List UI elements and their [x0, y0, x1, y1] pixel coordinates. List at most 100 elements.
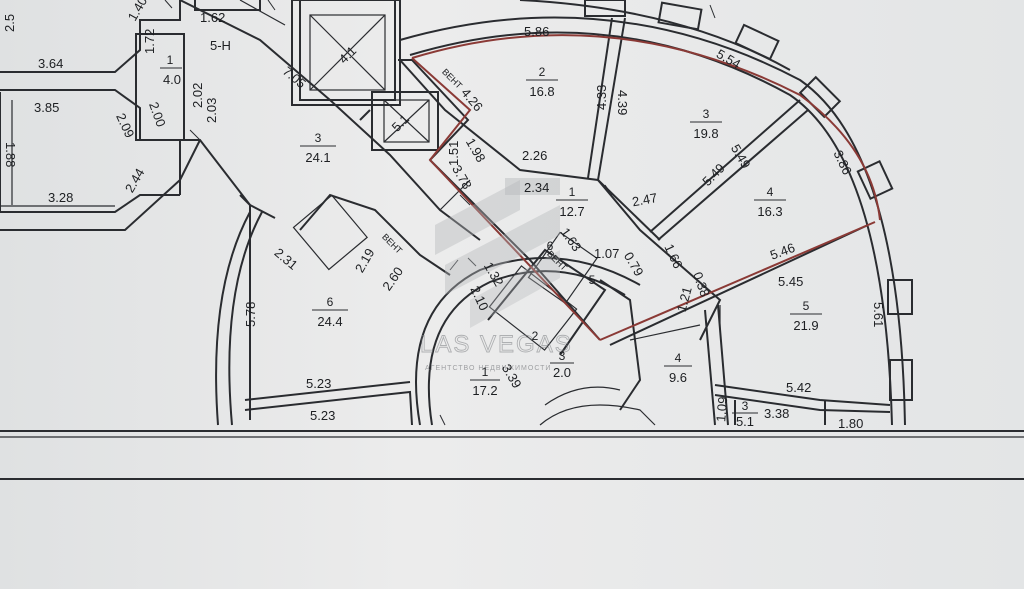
dim-label: 1.07 [594, 246, 619, 261]
corridor-walls [179, 0, 661, 341]
dim-label: 2.5 [2, 14, 17, 32]
dim-label: 1.21 [674, 285, 695, 313]
dim-label: 5.23 [306, 376, 331, 391]
svg-text:5: 5 [803, 299, 810, 313]
dim-label: 7.05 [280, 63, 309, 91]
elevator-shafts [291, 0, 439, 151]
svg-text:21.9: 21.9 [793, 318, 818, 333]
room-label: 6 24.4 [312, 295, 348, 329]
lower-details [629, 305, 721, 341]
svg-text:24.1: 24.1 [305, 150, 330, 165]
svg-text:3: 3 [315, 131, 322, 145]
room-label: 4 16.3 [754, 185, 786, 219]
dim-label: 5.45 [778, 274, 803, 289]
outer-arc-wall [399, 0, 913, 426]
dim-label: 4.39 [615, 90, 630, 115]
lift-label-2: 5.1 [389, 111, 412, 134]
svg-text:9.6: 9.6 [669, 370, 687, 385]
svg-text:1: 1 [482, 365, 489, 379]
svg-text:4: 4 [675, 351, 682, 365]
room-label: 3 5.1 [732, 399, 758, 429]
svg-text:3: 3 [559, 349, 566, 363]
dim-label: 5.42 [786, 380, 811, 395]
svg-text:2.0: 2.0 [553, 365, 571, 380]
svg-text:3: 3 [742, 399, 749, 413]
room-label: 6 [547, 239, 554, 253]
svg-text:16.3: 16.3 [757, 204, 782, 219]
dim-label: 2.00 [146, 100, 169, 129]
svg-text:24.4: 24.4 [317, 314, 342, 329]
dimension-labels: 1.40 1.62 2.5 3.64 1.72 3.85 2.09 2.00 2… [2, 0, 886, 431]
room-label: 1 17.2 [470, 365, 500, 398]
dim-label: 1.80 [838, 416, 863, 431]
svg-text:12.7: 12.7 [559, 204, 584, 219]
room-label: 4 9.6 [664, 351, 692, 385]
dim-label: 5.23 [310, 408, 335, 423]
svg-text:19.8: 19.8 [693, 126, 718, 141]
dim-label: 2.60 [379, 264, 406, 293]
svg-text:17.2: 17.2 [472, 383, 497, 398]
svg-text:1: 1 [569, 185, 576, 199]
left-apartment-walls [0, 0, 286, 420]
svg-text:1: 1 [167, 53, 174, 67]
room-label: 5 [589, 273, 596, 287]
dim-label: 1.88 [3, 142, 18, 167]
dim-label: 0.79 [621, 249, 647, 278]
dim-label: 3.64 [38, 56, 63, 71]
dim-label: 1.63 [558, 225, 585, 254]
dim-label: 3.78 [449, 162, 475, 191]
dim-label: 2.03 [204, 98, 219, 123]
watermark-brand: LAS VEGAS [420, 331, 573, 358]
room-label: 2 16.8 [526, 65, 558, 99]
apartment-boundary [411, 34, 881, 341]
svg-text:2: 2 [532, 329, 539, 343]
room-label: 3 19.8 [690, 107, 722, 141]
lift-label-1: 4.1 [336, 43, 359, 66]
svg-text:6: 6 [327, 295, 334, 309]
dim-label: 1.62 [200, 10, 225, 25]
dimension-ticks [164, 0, 716, 426]
room-label: 2 [532, 329, 539, 343]
svg-text:3: 3 [703, 107, 710, 121]
dim-label: 3.85 [34, 100, 59, 115]
room-label: 3 24.1 [300, 131, 336, 165]
svg-text:4: 4 [767, 185, 774, 199]
dim-label: 2.31 [272, 245, 301, 273]
section-label: 5-H [210, 38, 231, 53]
dim-label: 3.86 [831, 148, 855, 177]
dim-label: 0.38 [690, 270, 713, 299]
dim-label: 5.86 [524, 24, 549, 39]
dim-label: 2.26 [522, 148, 547, 163]
dim-label: 1.09 [713, 396, 730, 423]
room-label: 5 21.9 [790, 299, 822, 333]
dim-label: 2.47 [631, 190, 659, 209]
room-label: 3 2.0 [550, 349, 574, 380]
dim-label: 2.02 [190, 83, 205, 108]
svg-text:5.1: 5.1 [736, 414, 754, 429]
dim-label: 5.61 [871, 302, 886, 327]
dim-label: 5.49 [728, 142, 754, 171]
dim-label: 3.28 [48, 190, 73, 205]
room-label: 1 4.0 [160, 53, 182, 87]
svg-text:2: 2 [539, 65, 546, 79]
dim-label: 3.38 [764, 406, 789, 421]
dim-label: 4.33 [594, 85, 609, 110]
watermark-logo [435, 178, 560, 328]
dim-label: 1.51 [446, 141, 461, 166]
svg-text:6: 6 [547, 239, 554, 253]
room-label: 1 12.7 [556, 185, 588, 219]
apartment-radial-walls [587, 17, 891, 426]
dim-label: 5.78 [243, 302, 258, 327]
svg-text:5: 5 [589, 273, 596, 287]
dim-label: 4.26 [458, 85, 486, 114]
dim-label: 2.44 [122, 166, 148, 195]
dim-label: 1.72 [142, 29, 157, 54]
dim-label: 2.09 [113, 111, 137, 140]
room-labels: 1 4.0 3 24.1 6 24.4 1 17.2 2 3 2.0 5 [160, 53, 822, 429]
dim-label: 1.98 [463, 135, 489, 164]
dim-label: 2.19 [352, 246, 378, 275]
room-6-walls [215, 193, 451, 426]
svg-text:4.0: 4.0 [163, 72, 181, 87]
